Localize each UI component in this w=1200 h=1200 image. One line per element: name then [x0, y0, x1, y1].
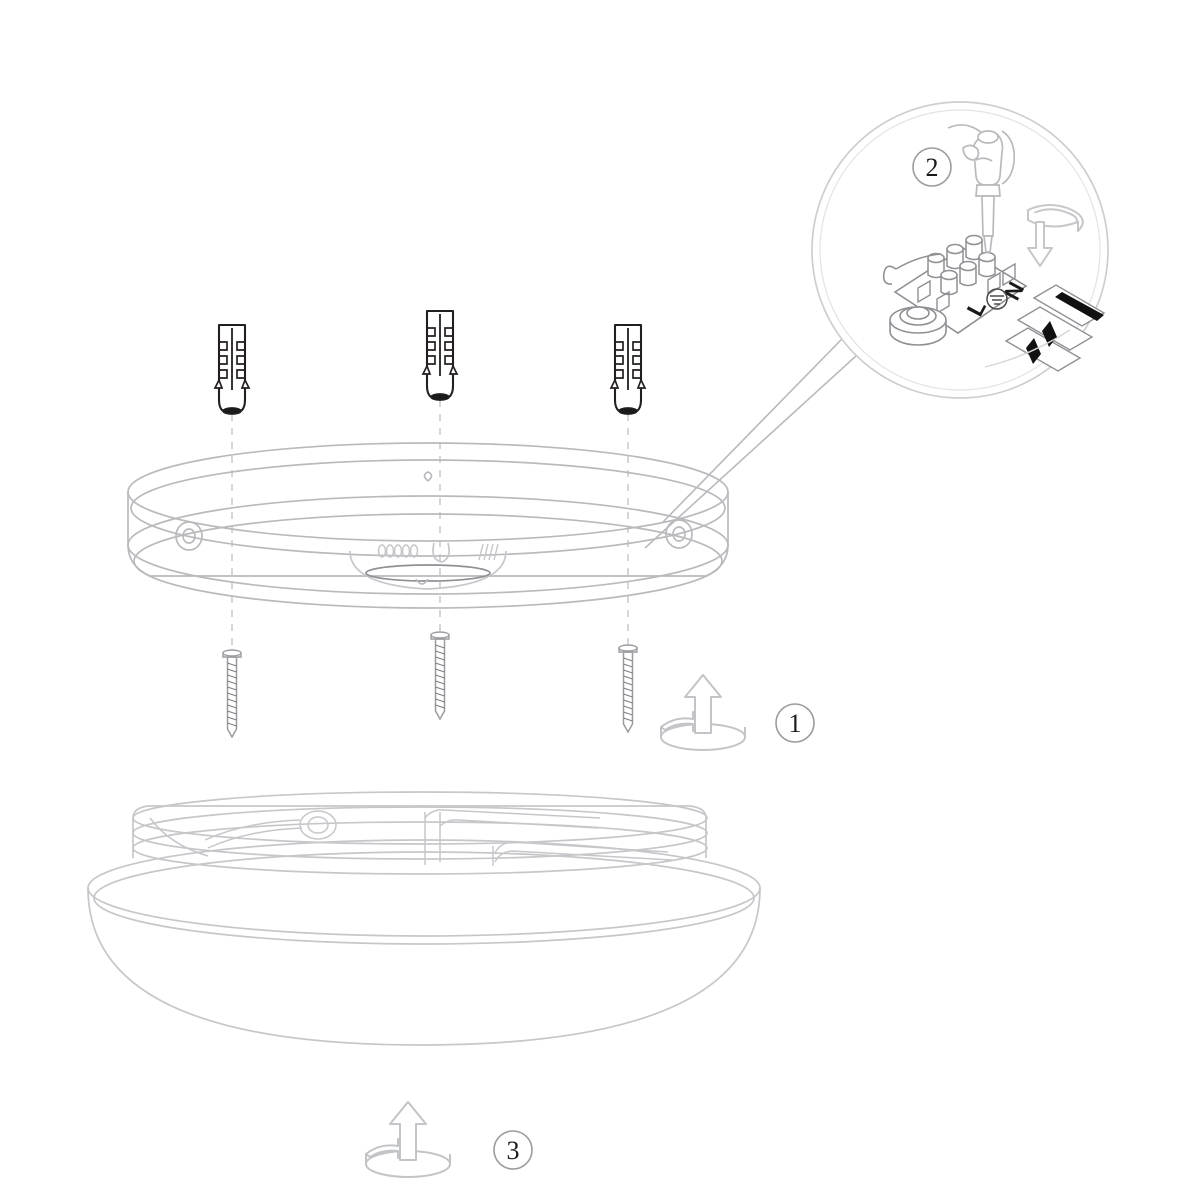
plate-bottom-face [127, 495, 729, 595]
cable-gland-nut [889, 306, 947, 346]
plate-screw-hole-left-inner [182, 528, 196, 544]
terminal-housing-lip [415, 578, 429, 585]
screwdriver-collar [975, 184, 1001, 197]
plate-screw-hole-left [175, 521, 203, 551]
step-1-number: 1 [789, 709, 802, 738]
gland-hole [906, 306, 930, 320]
magnifier-inner-outline [819, 109, 1101, 391]
leader-line-lower [644, 344, 869, 549]
wall-plug-right [609, 323, 647, 416]
shade-clip-left [149, 810, 337, 857]
cable-gland-coil-left [377, 544, 419, 558]
dome-top-inner-ellipse [93, 851, 755, 945]
plate-screw-hole-right-inner [672, 526, 686, 542]
step-1-group: 1 [660, 674, 815, 751]
step-2-number: 2 [926, 153, 939, 182]
hand-finger-lower [975, 157, 993, 162]
screwdriver-tip [983, 235, 993, 253]
magnifier-detail-circle: L N [811, 101, 1109, 399]
hand-finger-upper [947, 124, 983, 134]
shade-rim-wall [132, 805, 707, 858]
terminal-housing [349, 550, 507, 590]
shade-rim-top [132, 791, 708, 845]
terminal-wire-slots [917, 262, 1016, 315]
dome-top-ellipse [87, 839, 761, 937]
plate-side-wall [127, 492, 729, 577]
ceiling-mounting-plate [127, 442, 729, 609]
step-1-circle [775, 703, 815, 743]
center-cable-outlet [432, 542, 450, 563]
step-3-group: 3 [365, 1101, 533, 1178]
dome-diffuser-shade [87, 791, 761, 1046]
screwdriver-handle-cap [977, 130, 999, 144]
dome-profile [87, 887, 761, 1046]
screwdriver-shaft [981, 195, 995, 237]
step-2-circle [912, 147, 952, 187]
shade-rim-mid [132, 806, 708, 860]
screwdriver-with-hand [947, 124, 1016, 253]
wire-live [1032, 284, 1106, 327]
hand-outer-contour [1001, 130, 1016, 185]
earth-ground-symbol-icon [986, 288, 1008, 310]
step-3-number: 3 [507, 1136, 520, 1165]
cable-gland-coil-right [478, 543, 499, 561]
wire-guide-arc [984, 329, 1071, 368]
plate-bottom-rim [133, 513, 723, 609]
shade-clip-right [424, 809, 673, 866]
hand-thumb [962, 144, 980, 161]
wall-plug-center [421, 309, 459, 402]
wall-plug-left [213, 323, 251, 416]
terminal-clip-hook [882, 265, 897, 285]
connection-wires [984, 284, 1106, 372]
down-arrow-icon [1027, 221, 1053, 267]
plate-screw-hole-right [665, 519, 693, 549]
terminal-housing-cover [365, 564, 491, 582]
plate-top-inner-ring [130, 459, 726, 557]
shade-rim-lower [132, 821, 708, 875]
terminal-bridge-wire [895, 253, 942, 270]
wire-earth [1004, 327, 1082, 372]
step-3-circle [493, 1130, 533, 1170]
plate-top-boss [423, 471, 433, 482]
step-2-marker: 2 [912, 147, 952, 187]
rotate-press-down-icon [1026, 204, 1084, 267]
